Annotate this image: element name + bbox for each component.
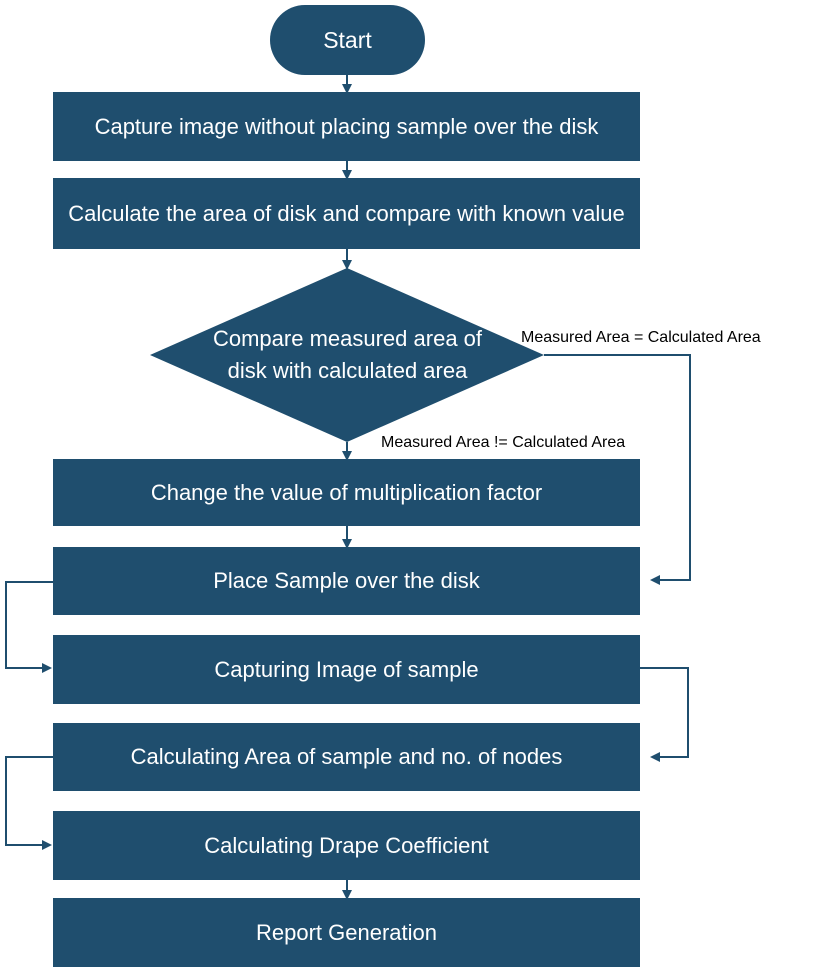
arrow-equal-branch <box>544 354 691 585</box>
capture-sample-node: Capturing Image of sample <box>53 635 640 704</box>
not-equal-branch-label: Measured Area != Calculated Area <box>381 434 626 451</box>
calc-drape-node: Calculating Drape Coefficient <box>53 811 640 880</box>
place-sample-node: Place Sample over the disk <box>53 547 640 615</box>
arrow-capture-sample-to-calc-area <box>640 667 689 762</box>
compare-decision-label: Compare measured area of disk with calcu… <box>212 326 483 383</box>
capture-no-sample-node: Capture image without placing sample ove… <box>53 92 640 161</box>
arrow-place-to-capture-sample <box>5 581 53 673</box>
report-node: Report Generation <box>53 898 640 967</box>
arrow-calc-area-to-drape <box>5 756 53 850</box>
start-node: Start <box>270 5 425 75</box>
change-factor-node: Change the value of multiplication facto… <box>53 459 640 526</box>
decision-diamond <box>150 268 544 442</box>
calculate-disk-area-node: Calculate the area of disk and compare w… <box>53 178 640 249</box>
equal-branch-label: Measured Area = Calculated Area <box>521 329 761 346</box>
calc-sample-area-node: Calculating Area of sample and no. of no… <box>53 723 640 791</box>
